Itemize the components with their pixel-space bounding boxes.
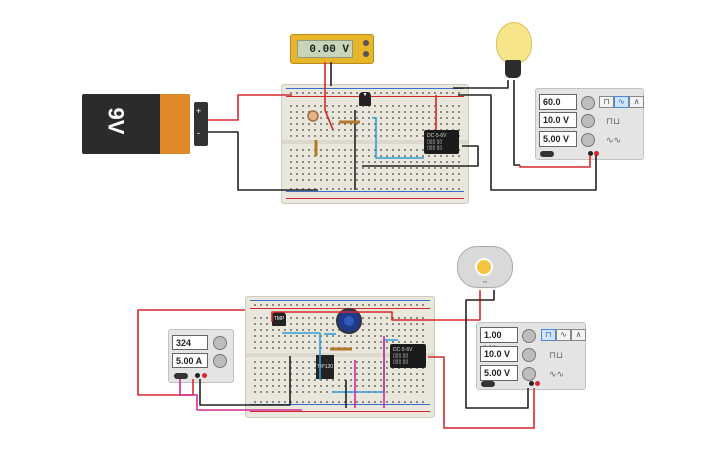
- amplitude-display: 10.0 V: [480, 346, 518, 362]
- port-icon[interactable]: [535, 381, 540, 386]
- amplitude-dial[interactable]: [522, 348, 536, 362]
- power-switch[interactable]: [174, 373, 188, 379]
- offset-dial[interactable]: [522, 367, 536, 381]
- battery-label: 9V: [103, 107, 129, 135]
- sine-wave-icon[interactable]: ∿: [556, 329, 571, 341]
- battery-cap: [160, 94, 190, 154]
- frequency-dial[interactable]: [522, 329, 536, 343]
- frequency-display: 1.00 kHz: [480, 327, 518, 354]
- function-generator-top[interactable]: 60.0 kHz 10.0 V 5.00 V ⊓ ∿ ∧ ⊓⊔ ∿∿: [535, 88, 644, 160]
- battery-icon: [82, 94, 162, 154]
- port-icon[interactable]: [195, 373, 200, 378]
- power-switch[interactable]: [481, 381, 495, 387]
- function-generator-bottom[interactable]: 1.00 kHz 10.0 V 5.00 V ⊓ ∿ ∧ ⊓⊔ ∿∿: [476, 322, 586, 390]
- lightbulb-icon: [496, 22, 532, 64]
- potentiometer-icon[interactable]: [336, 308, 362, 334]
- frequency-display: 60.0 kHz: [539, 94, 577, 121]
- motor-mark: ▪▪▪: [482, 279, 488, 284]
- lightbulb-base: [505, 60, 521, 78]
- wire-red: [208, 94, 292, 121]
- multimeter-port-icon[interactable]: [363, 51, 369, 57]
- multimeter[interactable]: 0.00 V: [290, 34, 374, 64]
- square-wave-icon[interactable]: ⊓: [599, 96, 614, 108]
- voltage-display: 324 mV: [172, 335, 208, 362]
- square-wave-icon[interactable]: ⊓: [541, 329, 556, 341]
- dc-motor[interactable]: ▪▪▪: [457, 246, 513, 288]
- sine-wave-icon[interactable]: ∿: [614, 96, 629, 108]
- lightbulb[interactable]: [496, 22, 532, 80]
- triangle-wave-icon[interactable]: ∧: [571, 329, 586, 341]
- current-dial[interactable]: [213, 354, 227, 368]
- ic-chip[interactable]: TIP120: [316, 355, 334, 379]
- battery-plus-sign: +: [196, 106, 202, 116]
- offset-display: 5.00 V: [480, 365, 518, 381]
- dc-motor-icon: [475, 258, 493, 276]
- port-icon[interactable]: [202, 373, 207, 378]
- offset-display: 5.00 V: [539, 131, 577, 147]
- wave-preview-icon: ∿∿: [549, 369, 565, 379]
- multimeter-port-icon[interactable]: [363, 40, 369, 46]
- wire-black: [513, 80, 520, 166]
- battery-terminals[interactable]: [194, 102, 208, 146]
- port-icon[interactable]: [594, 151, 599, 156]
- triangle-wave-icon[interactable]: ∧: [629, 96, 644, 108]
- relay-top[interactable]: DC·5·6V▯▯▯ ▯▯▯▯▯ ▯▯: [424, 130, 459, 154]
- port-icon[interactable]: [588, 151, 593, 156]
- relay-bottom[interactable]: DC·5·6V▯▯▯ ▯▯▯▯▯ ▯▯: [390, 344, 426, 368]
- voltage-dial[interactable]: [213, 336, 227, 350]
- wave-preview-icon: ⊓⊔: [606, 116, 621, 126]
- port-icon[interactable]: [529, 381, 534, 386]
- amplitude-dial[interactable]: [581, 114, 595, 128]
- transistor-top[interactable]: ▼: [359, 92, 371, 106]
- amplitude-display: 10.0 V: [539, 112, 577, 128]
- offset-dial[interactable]: [581, 133, 595, 147]
- transistor-bottom[interactable]: TMP: [272, 312, 286, 326]
- power-supply[interactable]: 324 mV 5.00 A: [168, 329, 234, 383]
- frequency-dial[interactable]: [581, 96, 595, 110]
- wave-preview-icon: ∿∿: [606, 135, 622, 145]
- battery-9v[interactable]: 9V + -: [82, 94, 208, 154]
- wave-preview-icon: ⊓⊔: [549, 350, 564, 360]
- battery-minus-sign: -: [197, 128, 200, 138]
- multimeter-reading: 0.00 V: [297, 40, 353, 58]
- current-display: 5.00 A: [172, 353, 208, 368]
- power-switch[interactable]: [540, 151, 554, 157]
